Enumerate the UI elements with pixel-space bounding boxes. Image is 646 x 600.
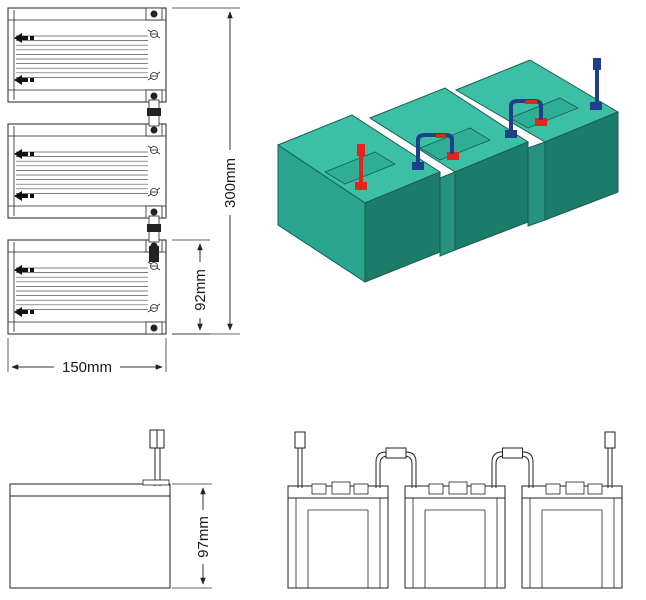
screw-icon <box>150 262 158 270</box>
battery-1-negative-terminal <box>412 162 424 170</box>
battery-2-negative-terminal <box>505 130 517 138</box>
module-outline <box>7 7 167 103</box>
screw-icon <box>150 72 158 80</box>
left-arrow-icon <box>14 149 34 159</box>
front-battery-1 <box>287 481 389 589</box>
module-height-label: 92mm <box>192 269 209 311</box>
width-label: 150mm <box>62 359 112 376</box>
link-strap-1-2 <box>416 133 454 164</box>
battery-3-positive-terminal <box>535 118 547 126</box>
screw-icon <box>150 30 158 38</box>
front-output-lead-left <box>294 431 306 488</box>
left-arrow-icon <box>14 75 34 85</box>
left-arrow-icon <box>14 191 34 201</box>
top-module-1 <box>7 7 167 103</box>
top-module-3 <box>7 239 167 335</box>
isometric-battery-pack <box>276 58 620 283</box>
front-battery-2 <box>404 481 506 589</box>
top-view-stack <box>7 7 167 335</box>
front-view-battery-row <box>287 431 623 589</box>
left-arrow-icon <box>14 265 34 275</box>
battery-1-iso <box>276 114 442 283</box>
front-output-lead-right <box>604 431 616 488</box>
module-outline <box>7 123 167 219</box>
terminal-post-icon <box>149 246 159 262</box>
terminal-post-icon <box>147 215 161 243</box>
left-arrow-icon <box>14 307 34 317</box>
screw-icon <box>145 321 163 335</box>
front-battery-body <box>404 485 506 589</box>
screw-icon <box>145 7 163 21</box>
battery-2-positive-terminal <box>447 152 459 160</box>
screw-icon <box>145 123 163 137</box>
front-battery-body <box>521 485 623 589</box>
dimension-side-height: 97mm <box>172 483 212 589</box>
battery-3-negative-terminal <box>590 102 602 110</box>
dimension-width: 150mm <box>7 338 167 376</box>
left-arrow-icon <box>14 33 34 43</box>
front-battery-3 <box>521 481 623 589</box>
front-battery-body <box>287 485 389 589</box>
module-outline <box>7 239 167 335</box>
front-link-strap-1-2 <box>375 447 417 488</box>
battery-1-positive-terminal <box>355 182 367 190</box>
side-height-label: 97mm <box>195 516 212 558</box>
total-height-label: 300mm <box>222 158 239 208</box>
dimension-module-height: 92mm <box>172 239 210 335</box>
top-module-2 <box>7 123 167 219</box>
screw-icon <box>150 304 158 312</box>
side-view-battery <box>9 429 171 589</box>
screw-icon <box>150 146 158 154</box>
battery-2-iso <box>368 87 530 257</box>
screw-icon <box>150 188 158 196</box>
terminal-post-icon <box>147 99 161 127</box>
front-link-strap-2-3 <box>491 447 534 488</box>
